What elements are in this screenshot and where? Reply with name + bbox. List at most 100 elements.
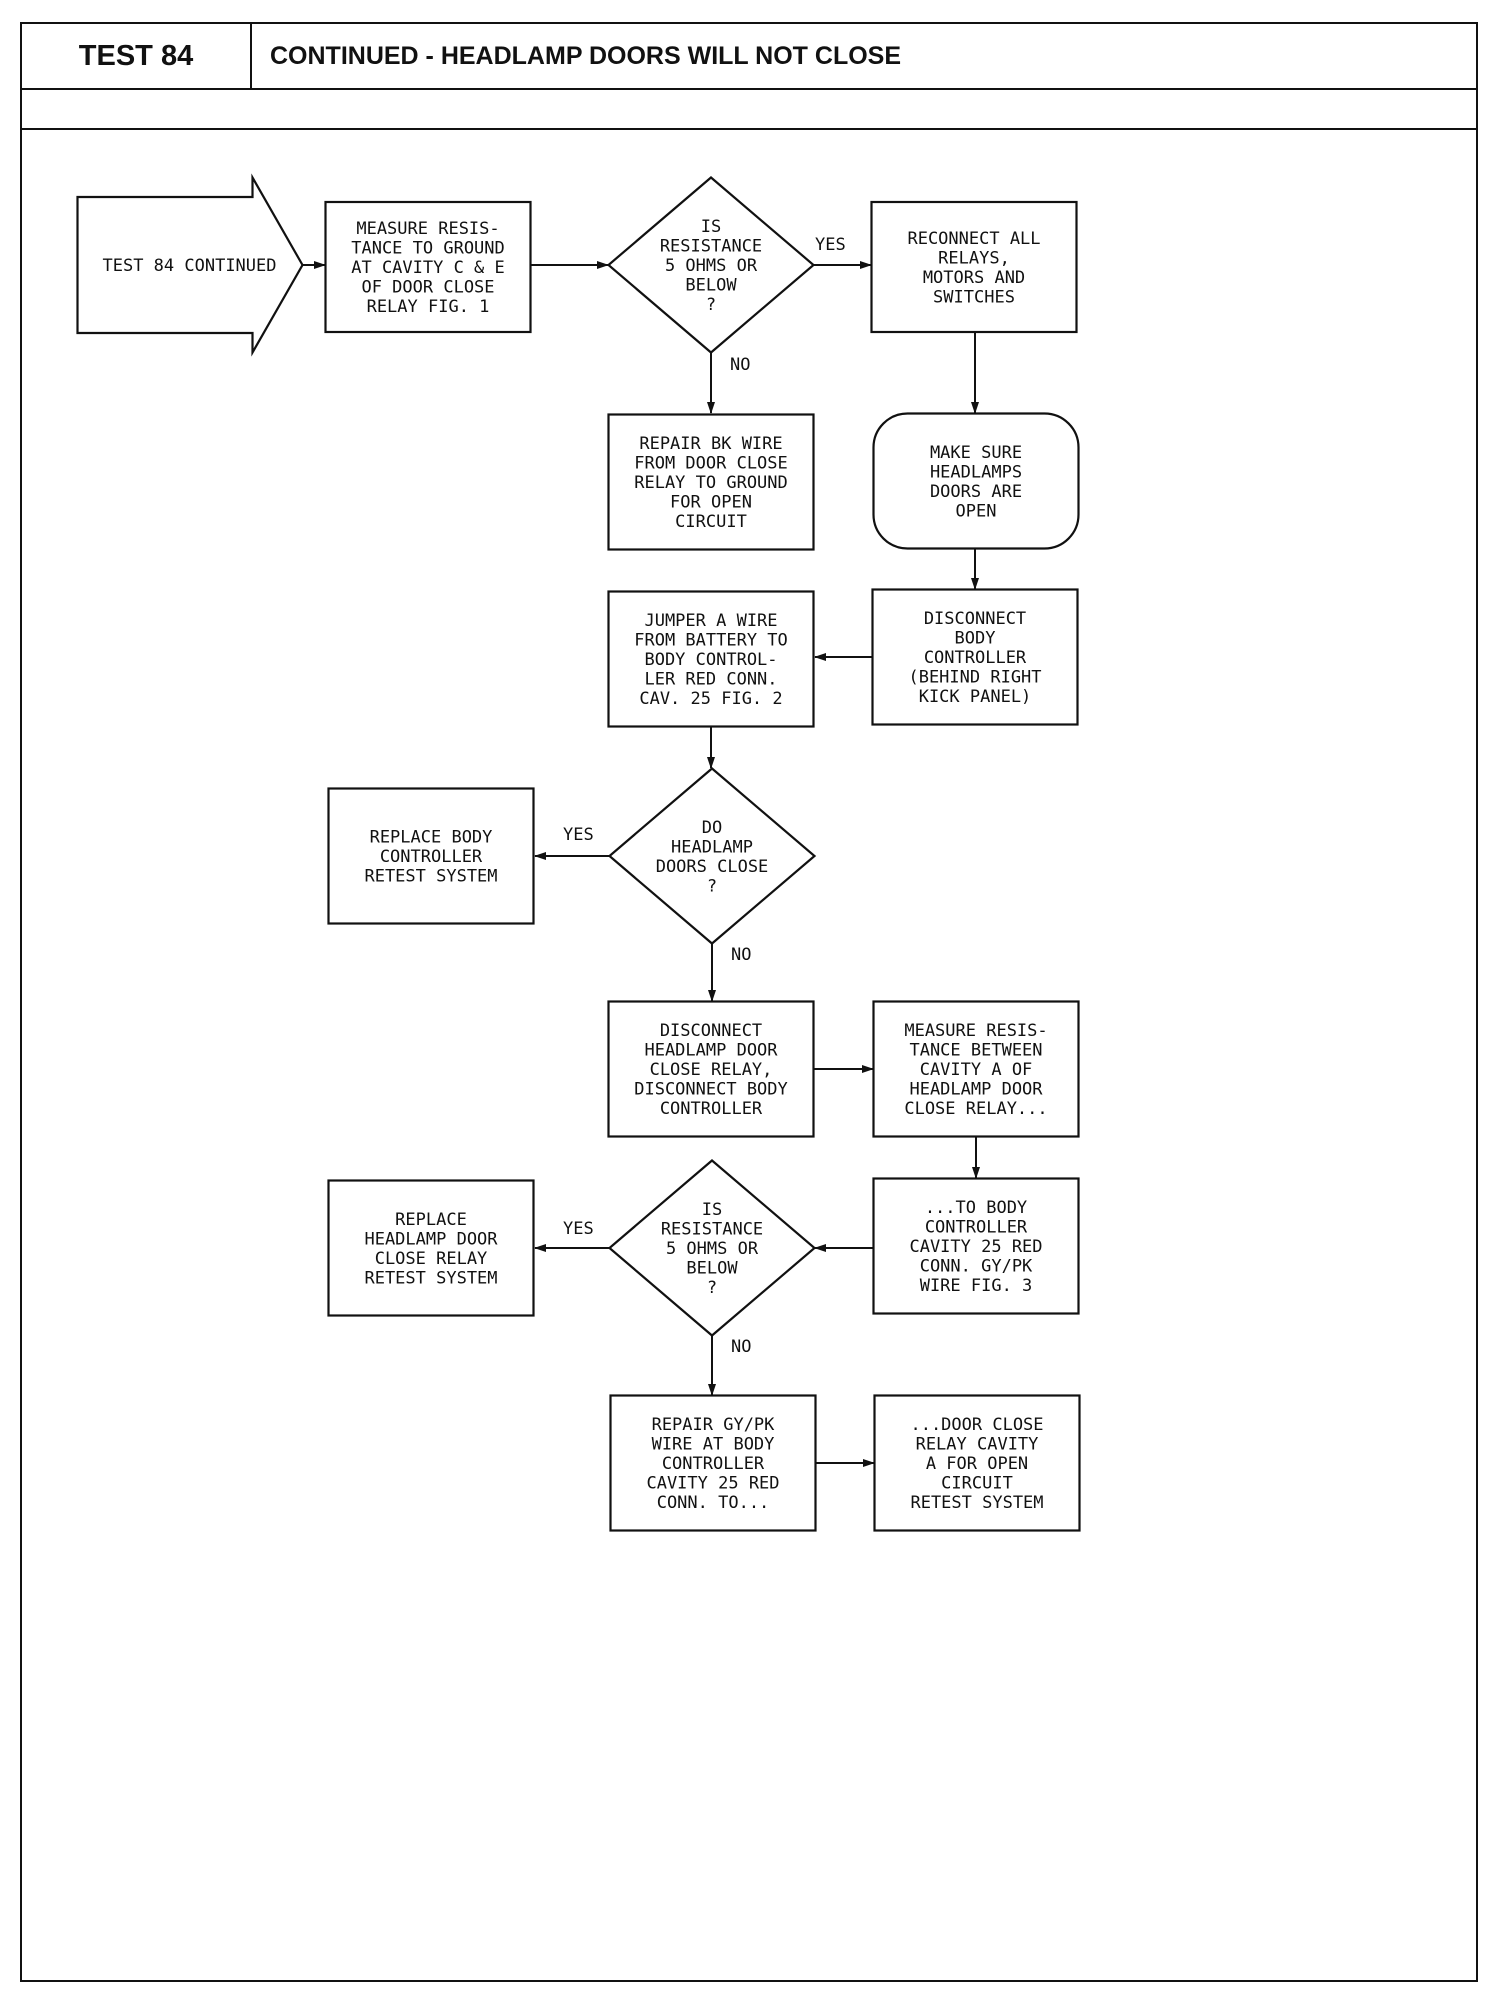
node-text-line: CONTROLLER [925,1218,1028,1238]
node-text-line: LER RED CONN. [644,670,777,690]
node-text-line: FROM DOOR CLOSE [634,454,788,474]
node-text-line: AT CAVITY C & E [351,258,505,278]
decision-diamond [607,1159,817,1337]
node-text-line: RETEST SYSTEM [910,1493,1043,1513]
node-text-line: BODY [955,629,996,649]
node-text-line: IS [702,1200,722,1220]
process-box [324,200,532,334]
node-text-line: RETEST SYSTEM [364,867,497,887]
process-box [607,590,815,728]
rounded-box [872,412,1080,550]
node-text-line: A FOR OPEN [926,1454,1028,1474]
node-text-line: DISCONNECT [660,1021,762,1041]
node-text-line: HEADLAMP DOOR [364,1229,498,1249]
process-box [607,413,815,551]
node-text-line: DOORS CLOSE [656,857,769,877]
page-title: CONTINUED - HEADLAMP DOORS WILL NOT CLOS… [270,41,902,70]
node-text-line: ...TO BODY [925,1198,1027,1218]
node-text-line: FROM BATTERY TO [634,631,788,651]
node-text-line: HEADLAMP DOOR [909,1080,1043,1100]
node-text-line: BELOW [685,276,737,296]
node-text-line: BELOW [686,1259,738,1279]
process-box [327,787,535,925]
node-text-line: RELAYS, [938,248,1010,268]
node-text-line: CLOSE RELAY [375,1249,488,1269]
node-text-line: OF DOOR CLOSE [361,278,494,298]
node-text-line: FOR OPEN [670,493,752,513]
node-text-line: MAKE SURE [930,443,1022,463]
node-text-line: DISCONNECT BODY [634,1080,788,1100]
process-box [607,1000,815,1138]
process-box [870,200,1078,334]
node-text-line: JUMPER A WIRE [644,611,777,631]
start-arrow-shape [76,173,304,357]
node-text-line: MEASURE RESIS- [356,219,499,239]
node-text-line: RECONNECT ALL [907,229,1040,249]
process-box [872,1000,1080,1138]
no-label: NO [731,945,751,965]
node-text-line: REPLACE [395,1210,467,1230]
node-text-line: CAV. 25 FIG. 2 [639,689,782,709]
node-text-line: 5 OHMS OR [666,1239,759,1259]
header-box [20,22,1478,130]
node-text-line: RESISTANCE [661,1220,763,1240]
node-text-line: (BEHIND RIGHT [908,668,1041,688]
node-text-line: REPAIR GY/PK [652,1415,776,1435]
node-text-line: WIRE FIG. 3 [920,1276,1033,1296]
node-text-line: CIRCUIT [675,512,747,532]
node-text-line: 5 OHMS OR [665,256,758,276]
process-box [609,1394,817,1532]
node-text-line: CAVITY 25 RED [909,1237,1042,1257]
node-text-line: TEST 84 CONTINUED [103,256,277,276]
node-text-line: CAVITY 25 RED [646,1474,779,1494]
node-text-line: CLOSE RELAY... [904,1099,1047,1119]
node-text-line: CONTROLLER [662,1454,765,1474]
header-row [20,22,1478,90]
node-text-line: CAVITY A OF [920,1060,1033,1080]
node-start: TEST 84 CONTINUED [76,173,304,357]
node-text-line: RELAY TO GROUND [634,473,788,493]
node-text-line: REPAIR BK WIRE [639,434,782,454]
node-text-line: ? [707,876,717,896]
yes-label: YES [563,825,594,845]
node-text-line: RESISTANCE [660,237,762,257]
node-text-line: DISCONNECT [924,609,1026,629]
process-box [327,1179,535,1317]
node-text-line: CIRCUIT [941,1474,1013,1494]
node-text-line: DO [702,818,722,838]
node-text-line: RETEST SYSTEM [364,1268,497,1288]
node-text-line: RELAY CAVITY [916,1435,1039,1455]
node-text-line: ...DOOR CLOSE [910,1415,1043,1435]
node-text-line: OPEN [956,501,997,521]
node-text-line: CONN. GY/PK [920,1257,1033,1277]
node-text-line: TANCE TO GROUND [351,239,505,259]
node-text-line: IS [701,217,721,237]
process-box [871,588,1079,726]
test-id: TEST 84 [22,24,252,88]
node-text-line: KICK PANEL) [919,687,1032,707]
node-text-line: WIRE AT BODY [652,1435,775,1455]
no-label: NO [731,1337,751,1357]
node-text-line: REPLACE BODY [370,828,493,848]
node-text-line: SWITCHES [933,287,1015,307]
node-text-line: HEADLAMP DOOR [644,1041,778,1061]
node-text-line: CONTROLLER [380,847,483,867]
node-text-line: ? [706,295,716,315]
node-text-line: DOORS ARE [930,482,1022,502]
node-text-line: TANCE BETWEEN [909,1041,1042,1061]
